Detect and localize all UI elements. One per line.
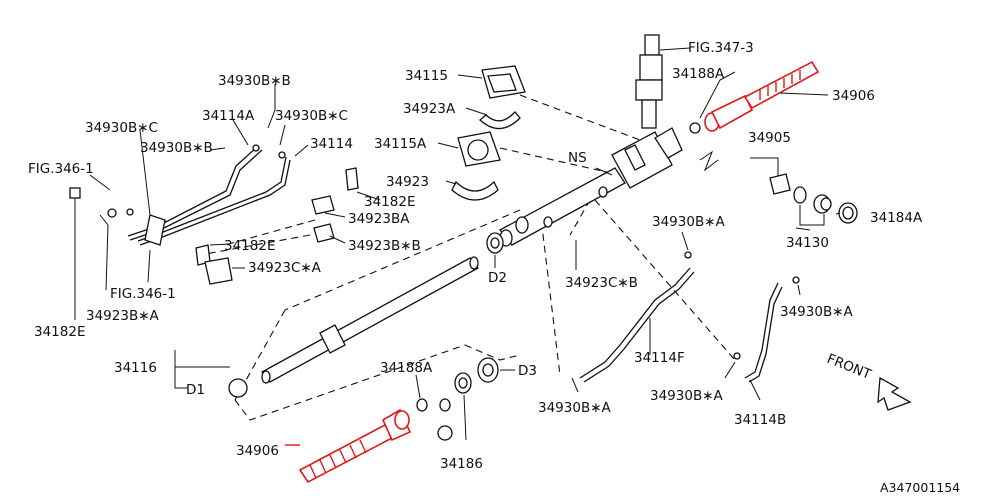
clamp-34923 [451, 180, 499, 201]
pinion-assembly [635, 34, 691, 129]
label-d1: D1 [186, 382, 205, 398]
label-34923CB: 34923C∗B [565, 275, 638, 291]
label-34905: 34905 [748, 130, 791, 146]
label-d2: D2 [488, 270, 507, 286]
bushing-D2 [486, 232, 504, 254]
bolt-34182E-low [195, 243, 245, 285]
label-34115: 34115 [405, 68, 448, 84]
label-34923A: 34923A [403, 101, 456, 117]
seal-D1 [228, 378, 248, 398]
bolt-34182E-mid [345, 167, 381, 201]
oring-34930BA [733, 352, 741, 360]
clamp-34923A [479, 111, 521, 130]
boot-34905 [750, 157, 791, 195]
label-34923BB: 34923B∗B [348, 238, 421, 254]
label-34930BC-left: 34930B∗C [85, 120, 158, 136]
label-34182E-low: 34182E [224, 238, 275, 254]
label-fig-347-3: FIG.347-3 [688, 40, 754, 56]
label-34930BA-bottom: 34930B∗A [538, 400, 612, 416]
label-34188A-low: 34188A [380, 360, 433, 376]
label-34923BA-mid: 34923BA [348, 211, 410, 227]
label-34930BC-top: 34930B∗C [275, 108, 348, 124]
label-34930BB-mid: 34930B∗B [140, 140, 213, 156]
bracket-34923BB [313, 223, 346, 244]
label-34115A: 34115A [374, 136, 427, 152]
label-fig-346-1-top: FIG.346-1 [28, 161, 94, 177]
label-fig-346-1-low: FIG.346-1 [110, 286, 176, 302]
bracket-34923BA [311, 195, 346, 218]
label-34186: 34186 [440, 456, 483, 472]
label-34182E-mid: 34182E [364, 194, 415, 210]
label-34930BB-top: 34930B∗B [218, 73, 291, 89]
label-34930BA-bottom2: 34930B∗A [650, 388, 724, 404]
label-34923BA-low: 34923B∗A [86, 308, 160, 324]
label-front: FRONT [825, 351, 874, 383]
mount-bushing-34115 [481, 65, 526, 99]
front-direction-arrow [877, 376, 912, 411]
rack-shaft-34116 [174, 350, 248, 398]
cap-34184A [838, 202, 858, 224]
washer-34188A-top [689, 122, 701, 134]
label-34188A-top: 34188A [672, 66, 725, 82]
rack-housing [261, 127, 719, 384]
label-34906-low: 34906 [236, 443, 279, 459]
label-34930BA-farright: 34930B∗A [780, 304, 854, 320]
label-34182E-left: 34182E [34, 324, 85, 340]
tie-rod-34906-low [285, 408, 412, 484]
label-d3: D3 [518, 363, 537, 379]
label-34114A: 34114A [202, 108, 255, 124]
label-ns: NS [568, 150, 587, 166]
part-labels: FIG.347-3 34188A 34906 34115 34923A 3411… [28, 40, 960, 495]
left-fittings [69, 187, 166, 320]
label-34114: 34114 [310, 136, 353, 152]
label-34116: 34116 [114, 360, 157, 376]
label-34923CA: 34923C∗A [248, 260, 322, 276]
label-34923: 34923 [386, 174, 429, 190]
label-34114B: 34114B [734, 412, 786, 428]
label-34184A: 34184A [870, 210, 923, 226]
label-34930BA-right: 34930B∗A [652, 214, 726, 230]
tie-rod-34906-top [704, 60, 829, 132]
label-34906-top: 34906 [832, 88, 875, 104]
ring-low [439, 398, 451, 412]
diagram-id: A347001154 [880, 480, 960, 495]
pipe-34114F [579, 251, 695, 383]
mount-bushing-34115A [457, 131, 501, 167]
washer-34188A-low [416, 398, 428, 412]
label-34114F: 34114F [634, 350, 685, 366]
cap-low [437, 425, 453, 441]
label-leaders [89, 71, 841, 441]
spring-34130 [793, 186, 832, 226]
label-34130: 34130 [786, 235, 829, 251]
pipe-34114B [744, 276, 800, 383]
bush-34186 [454, 357, 499, 394]
